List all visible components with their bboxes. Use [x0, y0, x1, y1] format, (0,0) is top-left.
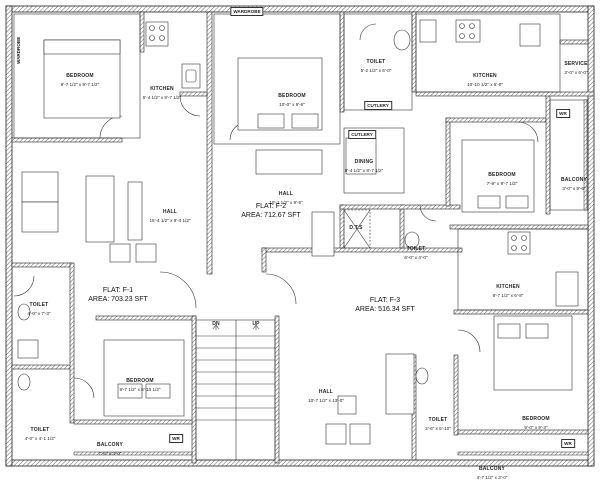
room-label-f1-bedroom-top: BEDROOM 9'-7 1/2" x 9'-7 1/2" — [61, 64, 99, 88]
room-label-f3-kitchen: KITCHEN 9'-7 1/2" x 6'-8" — [493, 275, 524, 299]
balcony-rails — [73, 99, 589, 456]
flat-name: FLAT: F-3 — [369, 297, 401, 304]
room-label-f2-service: SERVICE 3'-0" x 6'-0" — [564, 52, 587, 76]
room-name: HALL — [318, 389, 334, 395]
room-name: BALCONY — [96, 442, 124, 448]
staircase — [195, 319, 276, 461]
room-name: TOILET — [406, 246, 426, 252]
room-label-f2-toilet2: TOILET 6'-0" x 4'-0" — [404, 237, 427, 261]
room-name: HALL — [162, 209, 178, 215]
room-label-f2-toilet1: TOILET 5'-2 1/2" x 6'-0" — [361, 50, 392, 74]
room-label-f1-bedroom-bottom: BEDROOM 9'-7 1/2" x 8'-10 1/2" — [119, 369, 160, 393]
room-name: KITCHEN — [496, 284, 520, 290]
room-name: BEDROOM — [278, 93, 306, 99]
room-dimension: 10'-10 1/2" x 6'-0" — [467, 82, 503, 88]
flat-name: FLAT: F-2 — [255, 203, 287, 210]
room-name: KITCHEN — [150, 86, 174, 92]
room-name: HALL — [278, 191, 294, 197]
room-dimension: 7'-9" x 9'-7 1/2" — [486, 181, 518, 187]
shaft — [343, 209, 371, 249]
room-dimension: 3'-0" x 6'-0" — [564, 70, 588, 76]
room-label-f2-balcony: BALCONY 3'-0" x 9'-6" — [561, 168, 587, 192]
room-label-f3-hall: HALL 10'-7 1/2" x 13'-0" — [308, 380, 344, 404]
room-label-f1-toilet1: TOILET 4'-0" x 7'-3" — [27, 293, 50, 317]
room-dimension: 7'-6" x 3'-0" — [98, 451, 122, 457]
room-dimension: 6'-0" x 4'-0" — [404, 255, 428, 261]
room-name: TOILET — [428, 417, 448, 423]
furniture — [21, 39, 573, 445]
stair-dn-label: DN — [212, 321, 220, 327]
room-label-f2-hall: HALL 10'-1 1/2" x 9'-6" — [269, 182, 302, 206]
room-label-f1-kitchen: KITCHEN 5'-4 1/2" x 9'-7 1/2" — [143, 77, 181, 101]
fixtures — [17, 19, 579, 391]
room-dimension: 5'-2 1/2" x 6'-0" — [360, 68, 392, 74]
tag-wardrobe-top: WARDROBE — [230, 7, 264, 16]
flat-area: AREA: 516.34 SFT — [355, 306, 415, 314]
flat-area: AREA: 703.23 SFT — [88, 296, 148, 304]
tag-duct: D.T.S — [349, 225, 363, 231]
room-label-f2-dining: DINING 8'-4 1/2" x 8'-7 1/2" — [345, 150, 383, 174]
room-name: BEDROOM — [126, 378, 154, 384]
stair-up-label: UP — [252, 321, 260, 327]
tag-cutlery-bottom: CUTLERY — [348, 130, 376, 139]
room-dimension: 3'-6" x 6'-10" — [425, 426, 451, 432]
room-name: SERVICE — [564, 61, 588, 67]
room-dimension: 8'-4 1/2" x 8'-7 1/2" — [344, 168, 384, 174]
flat-name: FLAT: F-1 — [102, 287, 134, 294]
room-name: BALCONY — [478, 466, 506, 472]
room-label-f3-balcony: BALCONY 4'-7 1/2" x 3'-0" — [477, 457, 508, 481]
room-name: TOILET — [366, 59, 386, 65]
room-outlines — [13, 13, 589, 311]
room-dimension: 4'-0" x 7'-3" — [27, 311, 51, 317]
room-name: TOILET — [30, 427, 50, 433]
tag-wr-3: WR — [561, 439, 575, 448]
room-name: BEDROOM — [488, 172, 516, 178]
tag-wr-1: WR — [556, 109, 570, 118]
room-dimension: 9'-7 1/2" x 9'-7 1/2" — [60, 82, 100, 88]
room-dimension: 4'-0" x 4'-1 1/2" — [24, 436, 56, 442]
room-label-f2-kitchen: KITCHEN 10'-10 1/2" x 6'-0" — [467, 64, 503, 88]
tag-wardrobe-left: WARDROBE — [16, 36, 21, 64]
room-name: TOILET — [29, 302, 49, 308]
room-label-f3-bedroom: BEDROOM 9'-0" x 9'-3" — [522, 407, 550, 431]
room-name: KITCHEN — [473, 73, 497, 79]
room-label-f2-bedroom: BEDROOM 10'-0" x 9'-6" — [278, 84, 306, 108]
room-name: BEDROOM — [522, 416, 550, 422]
flat-area: AREA: 712.67 SFT — [241, 212, 301, 220]
room-name: DINING — [354, 159, 374, 165]
room-dimension: 10'-7 1/2" x 13'-0" — [308, 398, 344, 404]
room-dimension: 10'-0" x 9'-6" — [279, 102, 305, 108]
room-label-f1-toilet2: TOILET 4'-0" x 4'-1 1/2" — [25, 418, 56, 442]
room-label-f1-balcony: BALCONY 7'-6" x 3'-0" — [97, 433, 123, 457]
room-dimension: 3'-0" x 9'-6" — [562, 186, 586, 192]
doors — [13, 23, 539, 399]
room-dimension: 15'-4 1/2" x 9'-4 1/2" — [149, 218, 191, 224]
room-dimension: 9'-0" x 9'-3" — [524, 425, 548, 431]
room-label-f3-toilet: TOILET 3'-6" x 6'-10" — [425, 408, 451, 432]
room-dimension: 9'-7 1/2" x 6'-8" — [492, 293, 524, 299]
tag-wr-2: WR — [169, 434, 183, 443]
room-name: BEDROOM — [66, 73, 94, 79]
room-label-f1-hall: HALL 15'-4 1/2" x 9'-4 1/2" — [149, 200, 190, 224]
room-dimension: 10'-1 1/2" x 9'-6" — [269, 200, 303, 206]
room-dimension: 5'-4 1/2" x 9'-7 1/2" — [142, 95, 182, 101]
room-label-f2-bedroom2: BEDROOM 7'-9" x 9'-7 1/2" — [487, 163, 518, 187]
room-dimension: 4'-7 1/2" x 3'-0" — [476, 475, 508, 481]
tag-cutlery-top: CUTLERY — [364, 101, 392, 110]
room-dimension: 9'-7 1/2" x 8'-10 1/2" — [119, 387, 161, 393]
room-name: BALCONY — [560, 177, 588, 183]
